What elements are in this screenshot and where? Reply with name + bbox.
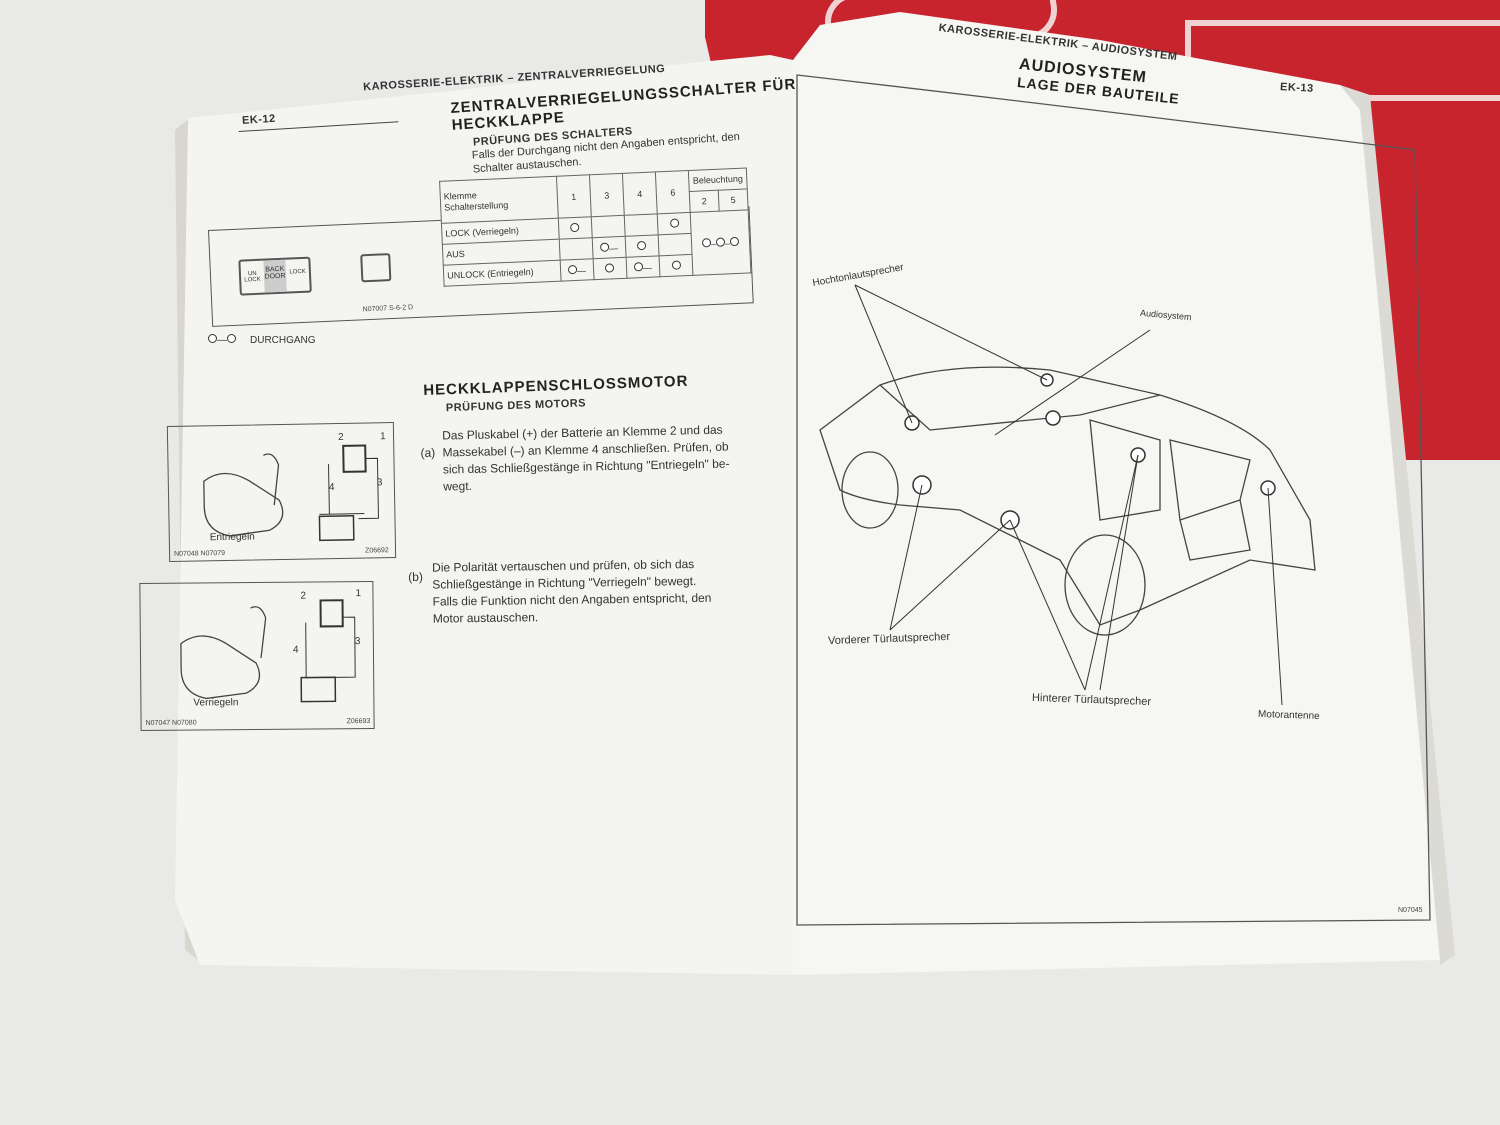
motor-figure-unlock: 2 1 4 3 Entriegeln N07048 N07079 Z06692 — [166, 422, 397, 562]
figure-frame — [796, 74, 1431, 926]
callout-motor-antenna: Motorantenne — [1257, 708, 1320, 723]
figure-code: N07045 — [1398, 907, 1423, 914]
continuity-symbol: — — [208, 334, 236, 346]
speaker-markers — [904, 373, 1276, 530]
motor-drawing — [180, 599, 356, 703]
car-outline — [819, 366, 1316, 636]
legend-label: DURCHGANG — [250, 334, 316, 346]
motor-drawing — [203, 444, 379, 542]
callout-lines — [854, 284, 1283, 706]
motor-figure-lock: 2 1 4 3 Verriegeln N07047 N07080 Z06693 — [139, 580, 375, 732]
legend: — DURCHGANG — [208, 334, 316, 346]
